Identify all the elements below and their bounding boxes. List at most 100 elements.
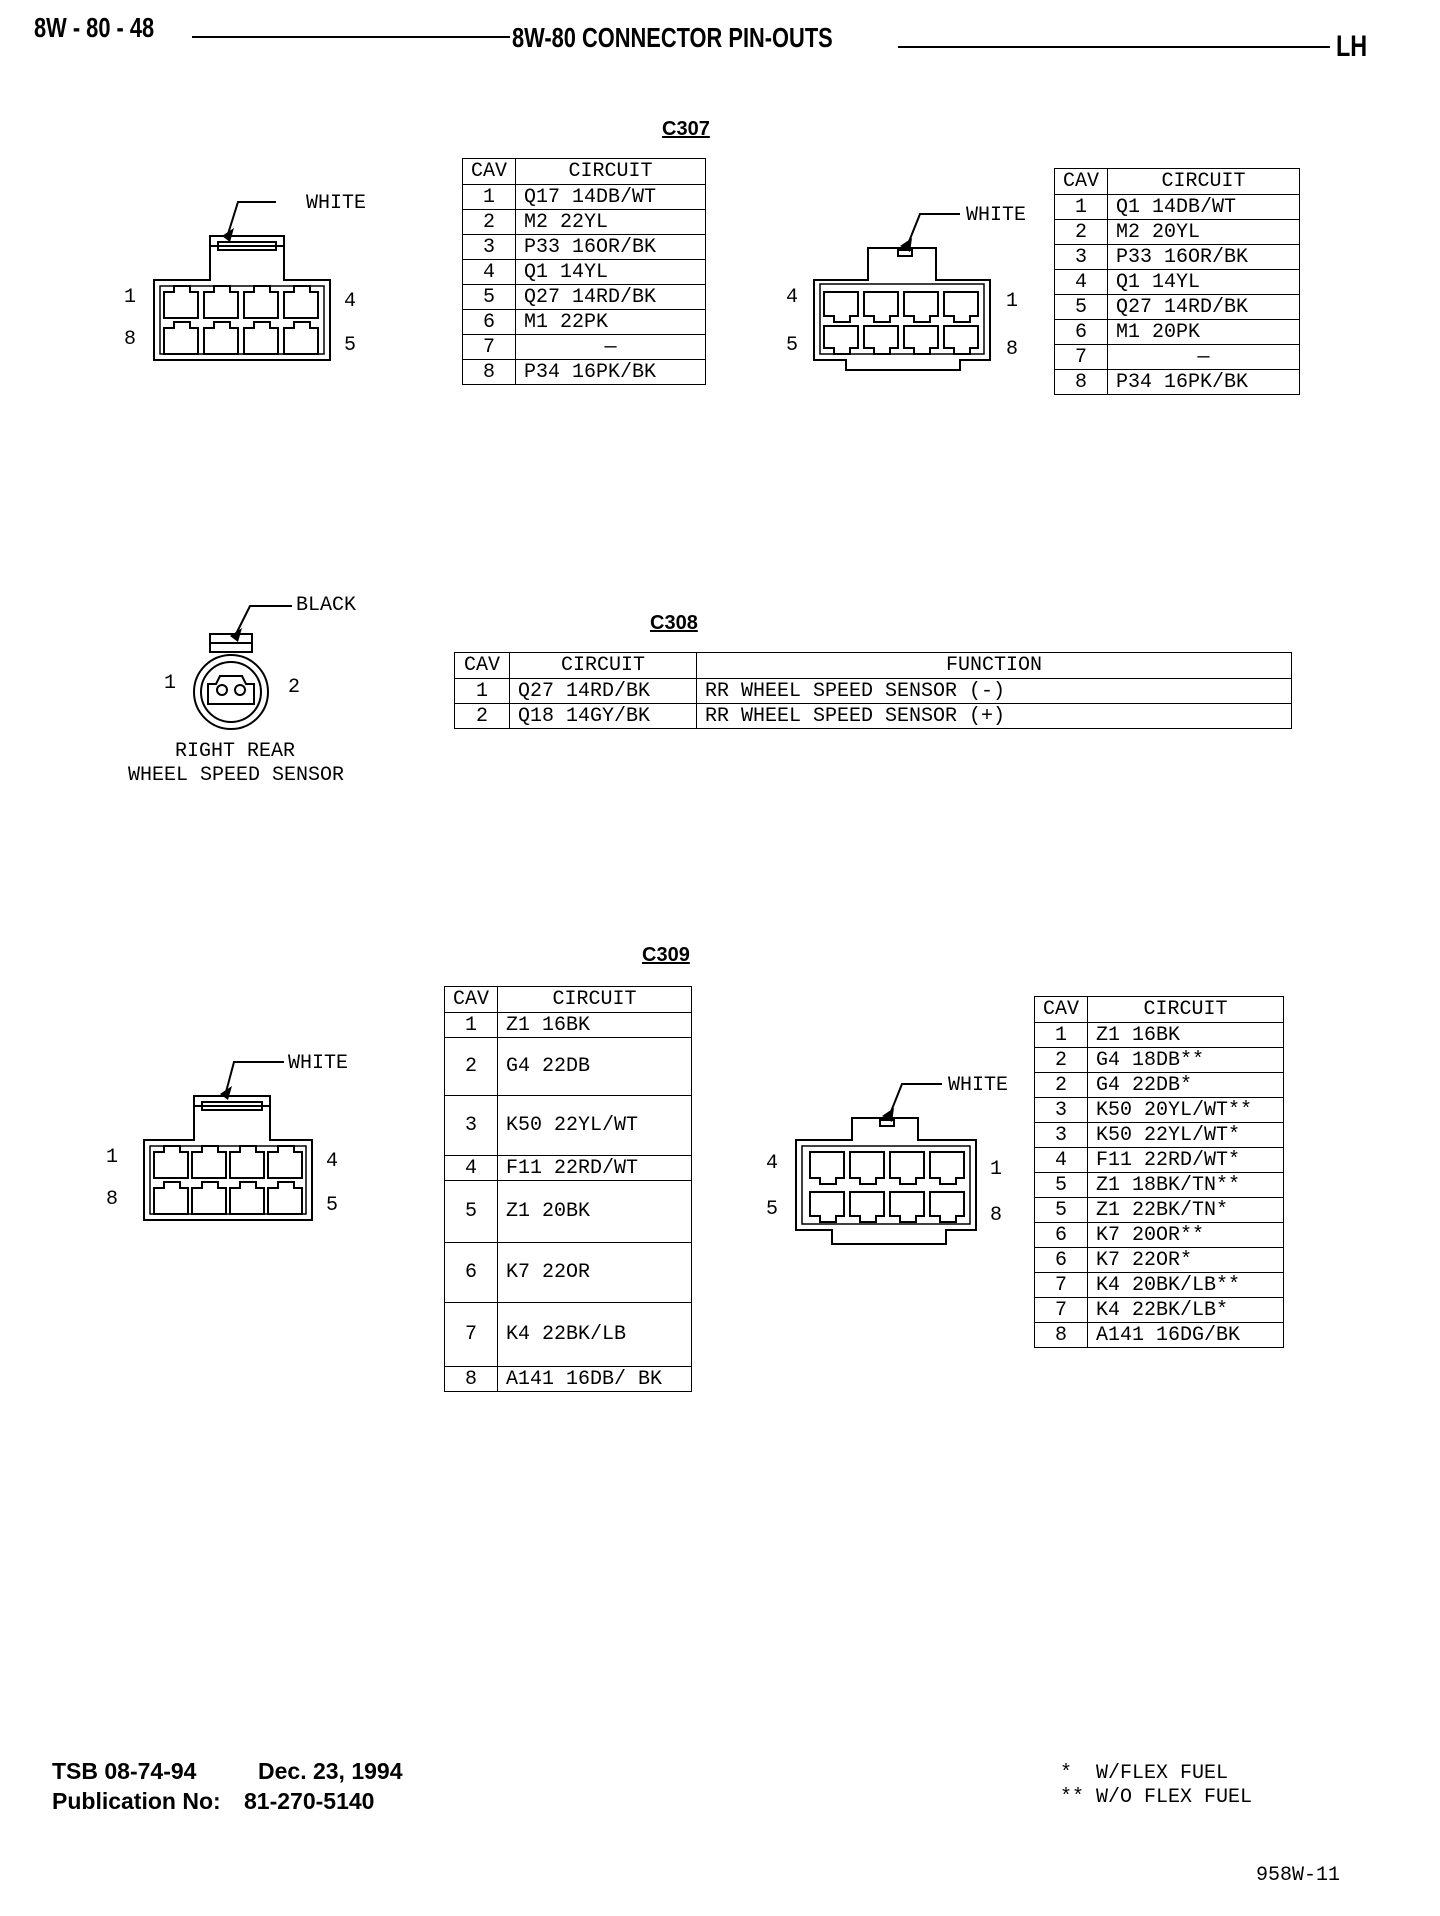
circuit-cell: K50 22YL/WT bbox=[497, 1095, 692, 1156]
c309-left-pin-4: 4 bbox=[326, 1150, 339, 1173]
c309-right-pin-8: 8 bbox=[990, 1204, 1003, 1227]
c307-left-pin-1: 1 bbox=[124, 286, 137, 309]
c307-left-pin-4: 4 bbox=[344, 290, 357, 313]
circuit-cell: A141 16DB/ BK bbox=[497, 1366, 692, 1392]
c308-caption-line1: RIGHT REAR bbox=[174, 740, 296, 763]
circuit-cell: G4 22DB* bbox=[1087, 1072, 1284, 1098]
cav-cell: 1 bbox=[461, 184, 517, 210]
circuit-cell: K7 22OR* bbox=[1087, 1247, 1284, 1273]
circuit-cell: Z1 18BK/TN** bbox=[1087, 1172, 1284, 1198]
c309-left-color: WHITE bbox=[288, 1052, 349, 1075]
circuit-cell: P33 16OR/BK bbox=[1107, 244, 1300, 270]
cav-header: CAV bbox=[461, 158, 517, 185]
cav-cell: 5 bbox=[1033, 1172, 1089, 1198]
circuit-cell: K50 22YL/WT* bbox=[1087, 1122, 1284, 1148]
c308-connector-color: BLACK bbox=[296, 594, 357, 617]
function-cell: RR WHEEL SPEED SENSOR (+) bbox=[696, 703, 1292, 729]
c309-right-pin-4: 4 bbox=[766, 1152, 779, 1175]
c307-right-pin-5: 5 bbox=[786, 334, 799, 357]
cav-cell: 4 bbox=[1033, 1147, 1089, 1173]
cav-cell: 7 bbox=[461, 334, 517, 360]
circuit-cell: M1 22PK bbox=[515, 309, 706, 335]
page-title: 8W-80 CONNECTOR PIN-OUTS bbox=[512, 22, 833, 53]
c307-left-color: WHITE bbox=[306, 192, 367, 215]
circuit-header: CIRCUIT bbox=[497, 986, 692, 1013]
cav-cell: 8 bbox=[1033, 1322, 1089, 1348]
cav-cell: 5 bbox=[443, 1180, 499, 1243]
c309-left-pin-1: 1 bbox=[106, 1146, 119, 1169]
cav-cell: 2 bbox=[454, 703, 510, 729]
function-header: FUNCTION bbox=[696, 652, 1292, 679]
circuit-header: CIRCUIT bbox=[1087, 996, 1284, 1023]
circuit-cell: Q27 14RD/BK bbox=[1107, 294, 1300, 320]
cav-header: CAV bbox=[1033, 996, 1089, 1023]
c308-wheel-speed-sensor-connector bbox=[193, 605, 292, 730]
cav-cell: 1 bbox=[454, 678, 510, 704]
c309-left-pin-5: 5 bbox=[326, 1194, 339, 1217]
cav-cell: 6 bbox=[1033, 1222, 1089, 1248]
circuit-cell: Q1 14YL bbox=[1107, 269, 1300, 295]
c309-right-pin-5: 5 bbox=[766, 1198, 779, 1221]
circuit-header: CIRCUIT bbox=[515, 158, 706, 185]
cav-cell: 4 bbox=[1053, 269, 1109, 295]
cav-cell: 3 bbox=[1033, 1097, 1089, 1123]
c308-pin-2: 2 bbox=[288, 676, 301, 699]
cav-cell: 2 bbox=[1053, 219, 1109, 245]
cav-cell: 6 bbox=[443, 1242, 499, 1303]
cav-header: CAV bbox=[1053, 168, 1109, 195]
circuit-cell: Q27 14RD/BK bbox=[509, 678, 697, 704]
circuit-header: CIRCUIT bbox=[1107, 168, 1300, 195]
c309-title: C309 bbox=[642, 944, 690, 966]
cav-cell: 1 bbox=[1033, 1022, 1089, 1048]
circuit-cell: M1 20PK bbox=[1107, 319, 1300, 345]
circuit-cell: Z1 22BK/TN* bbox=[1087, 1197, 1284, 1223]
circuit-cell: Q18 14GY/BK bbox=[509, 703, 697, 729]
circuit-cell: K4 20BK/LB** bbox=[1087, 1272, 1284, 1298]
c307-title: C307 bbox=[662, 118, 710, 140]
c307-left-connector bbox=[153, 201, 331, 361]
c309-right-connector bbox=[795, 1083, 977, 1245]
cav-cell: 6 bbox=[1033, 1247, 1089, 1273]
cav-cell: 3 bbox=[443, 1095, 499, 1156]
cav-header: CAV bbox=[454, 652, 510, 679]
circuit-cell: P34 16PK/BK bbox=[1107, 369, 1300, 395]
circuit-cell: — bbox=[1107, 344, 1300, 370]
c307-right-pin-1: 1 bbox=[1006, 290, 1019, 313]
figure-id: 958W-11 bbox=[1256, 1864, 1341, 1887]
publication-number: 81-270-5140 bbox=[244, 1788, 375, 1814]
circuit-cell: Z1 16BK bbox=[1087, 1022, 1284, 1048]
header-rule-left bbox=[192, 36, 510, 38]
circuit-cell: Z1 20BK bbox=[497, 1180, 692, 1243]
cav-cell: 1 bbox=[443, 1012, 499, 1038]
note-flex-fuel: * W/FLEX FUEL bbox=[1060, 1762, 1229, 1785]
circuit-header: CIRCUIT bbox=[509, 652, 697, 679]
circuit-cell: K50 20YL/WT** bbox=[1087, 1097, 1284, 1123]
circuit-cell: Q1 14DB/WT bbox=[1107, 194, 1300, 220]
circuit-cell: K7 20OR** bbox=[1087, 1222, 1284, 1248]
c307-right-color: WHITE bbox=[966, 204, 1027, 227]
cav-cell: 8 bbox=[443, 1366, 499, 1392]
cav-cell: 3 bbox=[1033, 1122, 1089, 1148]
circuit-cell: M2 20YL bbox=[1107, 219, 1300, 245]
